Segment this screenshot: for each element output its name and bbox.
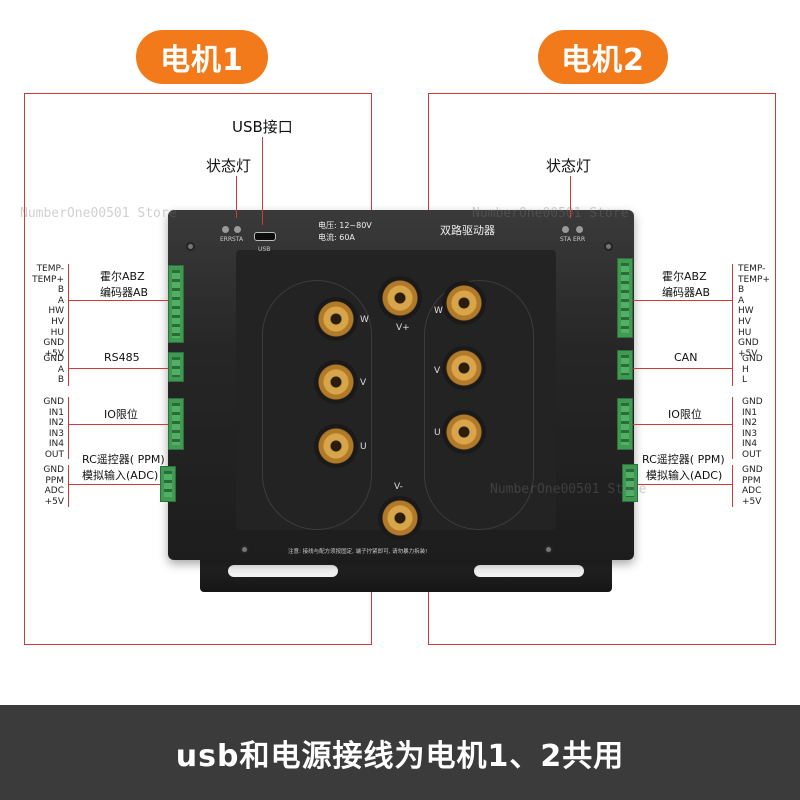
io-terminal-right bbox=[617, 398, 633, 450]
screw-icon bbox=[240, 545, 249, 554]
rc-leader-right bbox=[638, 484, 732, 485]
usb-callout: USB接口 bbox=[232, 118, 293, 136]
phase-label: V bbox=[360, 378, 367, 388]
screw-icon bbox=[186, 242, 195, 251]
rs485-leader bbox=[68, 368, 168, 369]
rc-bracket-left bbox=[68, 465, 69, 507]
io-terminal-left bbox=[168, 398, 184, 450]
can-bracket bbox=[732, 354, 733, 386]
device-title: 双路驱动器 bbox=[440, 224, 495, 237]
encoder-label-left-1: 霍尔ABZ bbox=[100, 270, 145, 283]
sta-led-right bbox=[562, 226, 569, 233]
encoder-label-right-2: 编码器AB bbox=[662, 286, 711, 299]
device-note: 注意: 接线与配方须按固定, 端子拧紧即可, 请勿暴力拆装! bbox=[288, 549, 428, 555]
phase-label: W bbox=[360, 315, 369, 325]
rc-label-left-2: 模拟输入(ADC) bbox=[82, 469, 159, 482]
motor2-title: 电机2 bbox=[538, 30, 668, 84]
io-label-left: IO限位 bbox=[104, 408, 138, 421]
encoder-leader-right bbox=[633, 300, 732, 301]
footer-band: usb和电源接线为电机1、2共用 bbox=[0, 705, 800, 800]
motor1-title: 电机1 bbox=[136, 30, 268, 84]
rc-terminal-left bbox=[160, 466, 176, 502]
usb-leader bbox=[262, 137, 263, 225]
encoder-label-right-1: 霍尔ABZ bbox=[662, 270, 707, 283]
lug-w-left bbox=[314, 297, 358, 341]
err-led-left bbox=[222, 226, 229, 233]
encoder-bracket-left bbox=[68, 264, 69, 356]
phase-label: U bbox=[360, 442, 367, 452]
rs485-bracket bbox=[68, 354, 69, 386]
rs485-label: RS485 bbox=[104, 351, 140, 364]
rc-terminal-right bbox=[622, 464, 638, 502]
mounting-slot-left bbox=[228, 565, 338, 577]
io-label-right: IO限位 bbox=[668, 408, 702, 421]
sta-led-label-left: STA bbox=[232, 236, 244, 243]
lug-v-left bbox=[314, 360, 358, 404]
status-leader-left bbox=[236, 176, 237, 218]
encoder-terminal-left bbox=[168, 265, 184, 343]
watermark: NumberOne00501 Store bbox=[20, 206, 177, 221]
mounting-slot-right bbox=[474, 565, 584, 577]
io-bracket-right bbox=[732, 397, 733, 459]
vminus-label: V- bbox=[394, 482, 403, 492]
encoder-label-left-2: 编码器AB bbox=[100, 286, 149, 299]
phase-label: U bbox=[434, 428, 441, 438]
can-terminal bbox=[617, 350, 633, 380]
status-callout-left: 状态灯 bbox=[206, 157, 252, 175]
sta-led-left bbox=[234, 226, 241, 233]
err-led-right bbox=[576, 226, 583, 233]
panel-curve-left bbox=[262, 280, 372, 530]
current-spec: 电流: 60A bbox=[318, 233, 355, 242]
lug-w-right bbox=[442, 281, 486, 325]
voltage-spec: 电压: 12~80V bbox=[318, 221, 372, 230]
screw-icon bbox=[544, 545, 553, 554]
watermark: NumberOne00501 Store bbox=[472, 206, 629, 221]
lug-vminus bbox=[378, 496, 422, 540]
can-label: CAN bbox=[674, 351, 698, 364]
usb-port-label: USB bbox=[258, 246, 271, 253]
vplus-label: V+ bbox=[396, 323, 410, 333]
can-leader bbox=[633, 368, 732, 369]
screw-icon bbox=[604, 242, 613, 251]
rc-label-right-1: RC遥控器( PPM) bbox=[642, 453, 725, 466]
rc-label-left-1: RC遥控器( PPM) bbox=[82, 453, 165, 466]
rc-bracket-right bbox=[732, 465, 733, 507]
panel-curve-right bbox=[424, 280, 534, 530]
status-leader-right bbox=[570, 176, 571, 218]
usb-port[interactable] bbox=[254, 232, 276, 241]
lug-v-right bbox=[442, 346, 486, 390]
lug-u-right bbox=[442, 410, 486, 454]
rc-leader-left bbox=[68, 484, 160, 485]
encoder-leader-left bbox=[68, 300, 168, 301]
rs485-terminal bbox=[168, 352, 184, 382]
encoder-bracket-right bbox=[732, 264, 733, 356]
status-callout-right: 状态灯 bbox=[546, 157, 592, 175]
encoder-terminal-right bbox=[617, 258, 633, 338]
phase-label: W bbox=[434, 306, 443, 316]
io-bracket-left bbox=[68, 397, 69, 459]
io-leader-left bbox=[68, 424, 168, 425]
err-led-label-left: ERR bbox=[220, 236, 233, 243]
err-led-label-right: ERR bbox=[573, 236, 586, 243]
rc-label-right-2: 模拟输入(ADC) bbox=[646, 469, 723, 482]
sta-led-label-right: STA bbox=[560, 236, 572, 243]
io-leader-right bbox=[633, 424, 732, 425]
phase-label: V bbox=[434, 366, 441, 376]
watermark: NumberOne00501 Store bbox=[490, 482, 647, 497]
lug-vplus bbox=[378, 276, 422, 320]
footer-text: usb和电源接线为电机1、2共用 bbox=[175, 738, 625, 774]
lug-u-left bbox=[314, 424, 358, 468]
